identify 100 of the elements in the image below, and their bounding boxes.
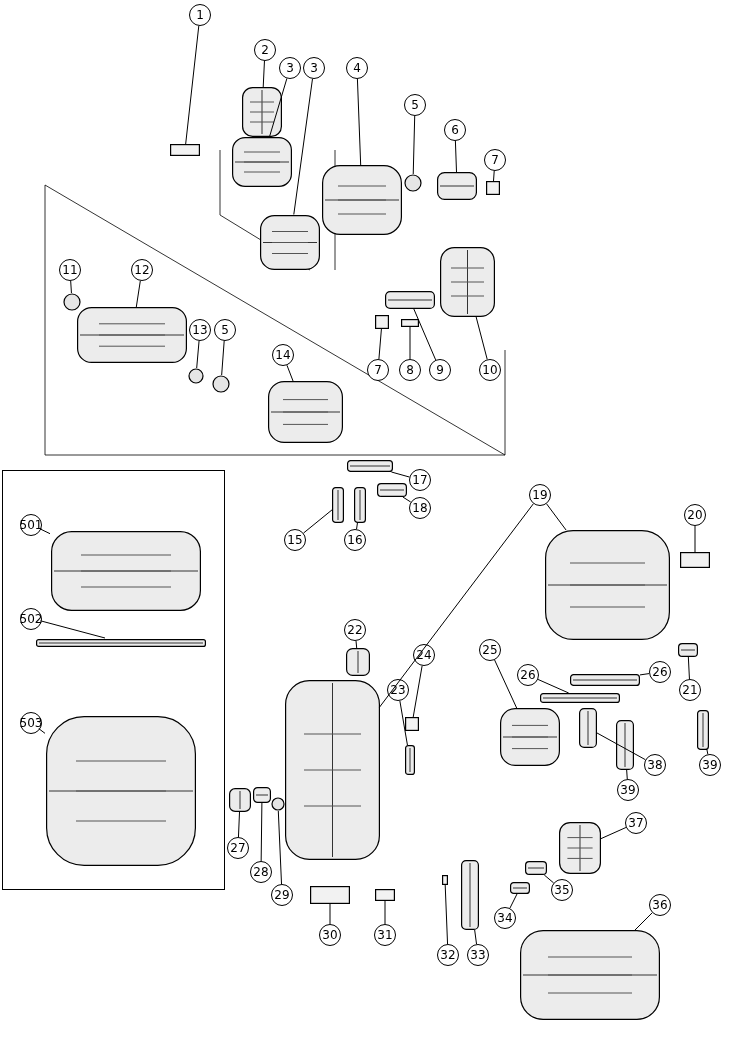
leader-line (135, 280, 141, 308)
callout-number: 20 (684, 504, 706, 526)
leader-line (268, 78, 288, 138)
callout-number: 5 (214, 319, 236, 341)
leader-line (537, 678, 570, 694)
part-drawing (461, 860, 479, 930)
part-drawing (405, 717, 419, 731)
part-drawing (437, 172, 477, 200)
leader-line (303, 509, 333, 534)
inset-frame (1, 470, 225, 890)
callout-number: 3 (303, 57, 325, 79)
part-drawing (310, 886, 350, 904)
part-drawing (36, 639, 206, 647)
callout-number: 24 (413, 644, 435, 666)
part-drawing (616, 720, 634, 770)
callout-number: 7 (484, 149, 506, 171)
leader-line (70, 280, 72, 294)
callout-number: 11 (59, 259, 81, 281)
leader-line (237, 811, 240, 838)
part-drawing (442, 875, 448, 885)
washer-drawing (404, 174, 422, 192)
callout-number: 26 (517, 664, 539, 686)
part-drawing (544, 530, 670, 640)
part-drawing (520, 930, 660, 1020)
leader-line (409, 326, 411, 360)
callout-number: 38 (644, 754, 666, 776)
leader-line (286, 364, 294, 382)
leader-line (475, 316, 488, 360)
callout-number: 35 (551, 879, 573, 901)
leader-line (390, 471, 410, 478)
callout-number: 39 (699, 754, 721, 776)
leader-line (626, 769, 628, 780)
part-drawing (51, 531, 201, 611)
callout-number: 22 (344, 619, 366, 641)
leader-line (355, 640, 358, 649)
washer-drawing (212, 375, 230, 393)
part-drawing (375, 315, 389, 329)
callout-number: 15 (284, 529, 306, 551)
leader-line (600, 827, 627, 840)
leader-line (454, 140, 457, 173)
part-drawing (229, 788, 251, 812)
callout-number: 17 (409, 469, 431, 491)
part-drawing (570, 674, 640, 686)
leader-line (474, 929, 478, 945)
part-drawing (377, 483, 407, 497)
leader-line (543, 874, 555, 884)
leader-line (694, 525, 696, 553)
leader-line (221, 340, 225, 376)
callout-number: 2 (254, 39, 276, 61)
part-drawing (525, 861, 547, 875)
callout-number: 3 (279, 57, 301, 79)
callout-number: 18 (409, 497, 431, 519)
part-drawing (500, 708, 560, 766)
leader-line (40, 620, 106, 639)
callout-number: 12 (131, 259, 153, 281)
leader-line (39, 528, 51, 535)
part-drawing (680, 552, 710, 568)
leader-line (596, 732, 646, 761)
leader-line (379, 503, 534, 708)
callout-number: 1 (189, 4, 211, 26)
part-drawing (284, 680, 380, 860)
part-drawing (77, 307, 187, 363)
callout-number: 28 (250, 861, 272, 883)
leader-line (413, 308, 437, 361)
callout-number: 9 (429, 359, 451, 381)
callout-number: 32 (437, 944, 459, 966)
callout-number: 16 (344, 529, 366, 551)
callout-number: 26 (649, 661, 671, 683)
part-drawing (267, 381, 343, 443)
leader-line (412, 665, 423, 718)
callout-number: 6 (444, 119, 466, 141)
callout-number: 19 (529, 484, 551, 506)
part-drawing (579, 708, 597, 748)
washer-drawing (63, 293, 81, 311)
leader-line (399, 700, 408, 746)
part-drawing (510, 882, 530, 894)
leader-line (634, 912, 653, 931)
leader-line (38, 728, 46, 734)
part-drawing (439, 247, 495, 317)
callout-number: 503 (20, 712, 42, 734)
callout-number: 30 (319, 924, 341, 946)
leader-line (412, 115, 416, 175)
leader-line (444, 884, 449, 945)
part-drawing (332, 487, 344, 523)
part-drawing (486, 181, 500, 195)
part-drawing (347, 460, 393, 472)
callout-number: 33 (467, 944, 489, 966)
leader-line (402, 496, 412, 503)
leader-line (378, 328, 382, 360)
part-drawing (354, 487, 366, 523)
leader-line (356, 522, 358, 530)
callout-number: 13 (189, 319, 211, 341)
leader-line (262, 60, 265, 88)
part-drawing (346, 648, 370, 676)
leader-line (706, 749, 709, 755)
part-drawing (405, 745, 415, 775)
leader-line (260, 802, 263, 862)
leader-line (546, 503, 567, 531)
callout-number: 502 (20, 608, 42, 630)
part-drawing (540, 693, 620, 703)
